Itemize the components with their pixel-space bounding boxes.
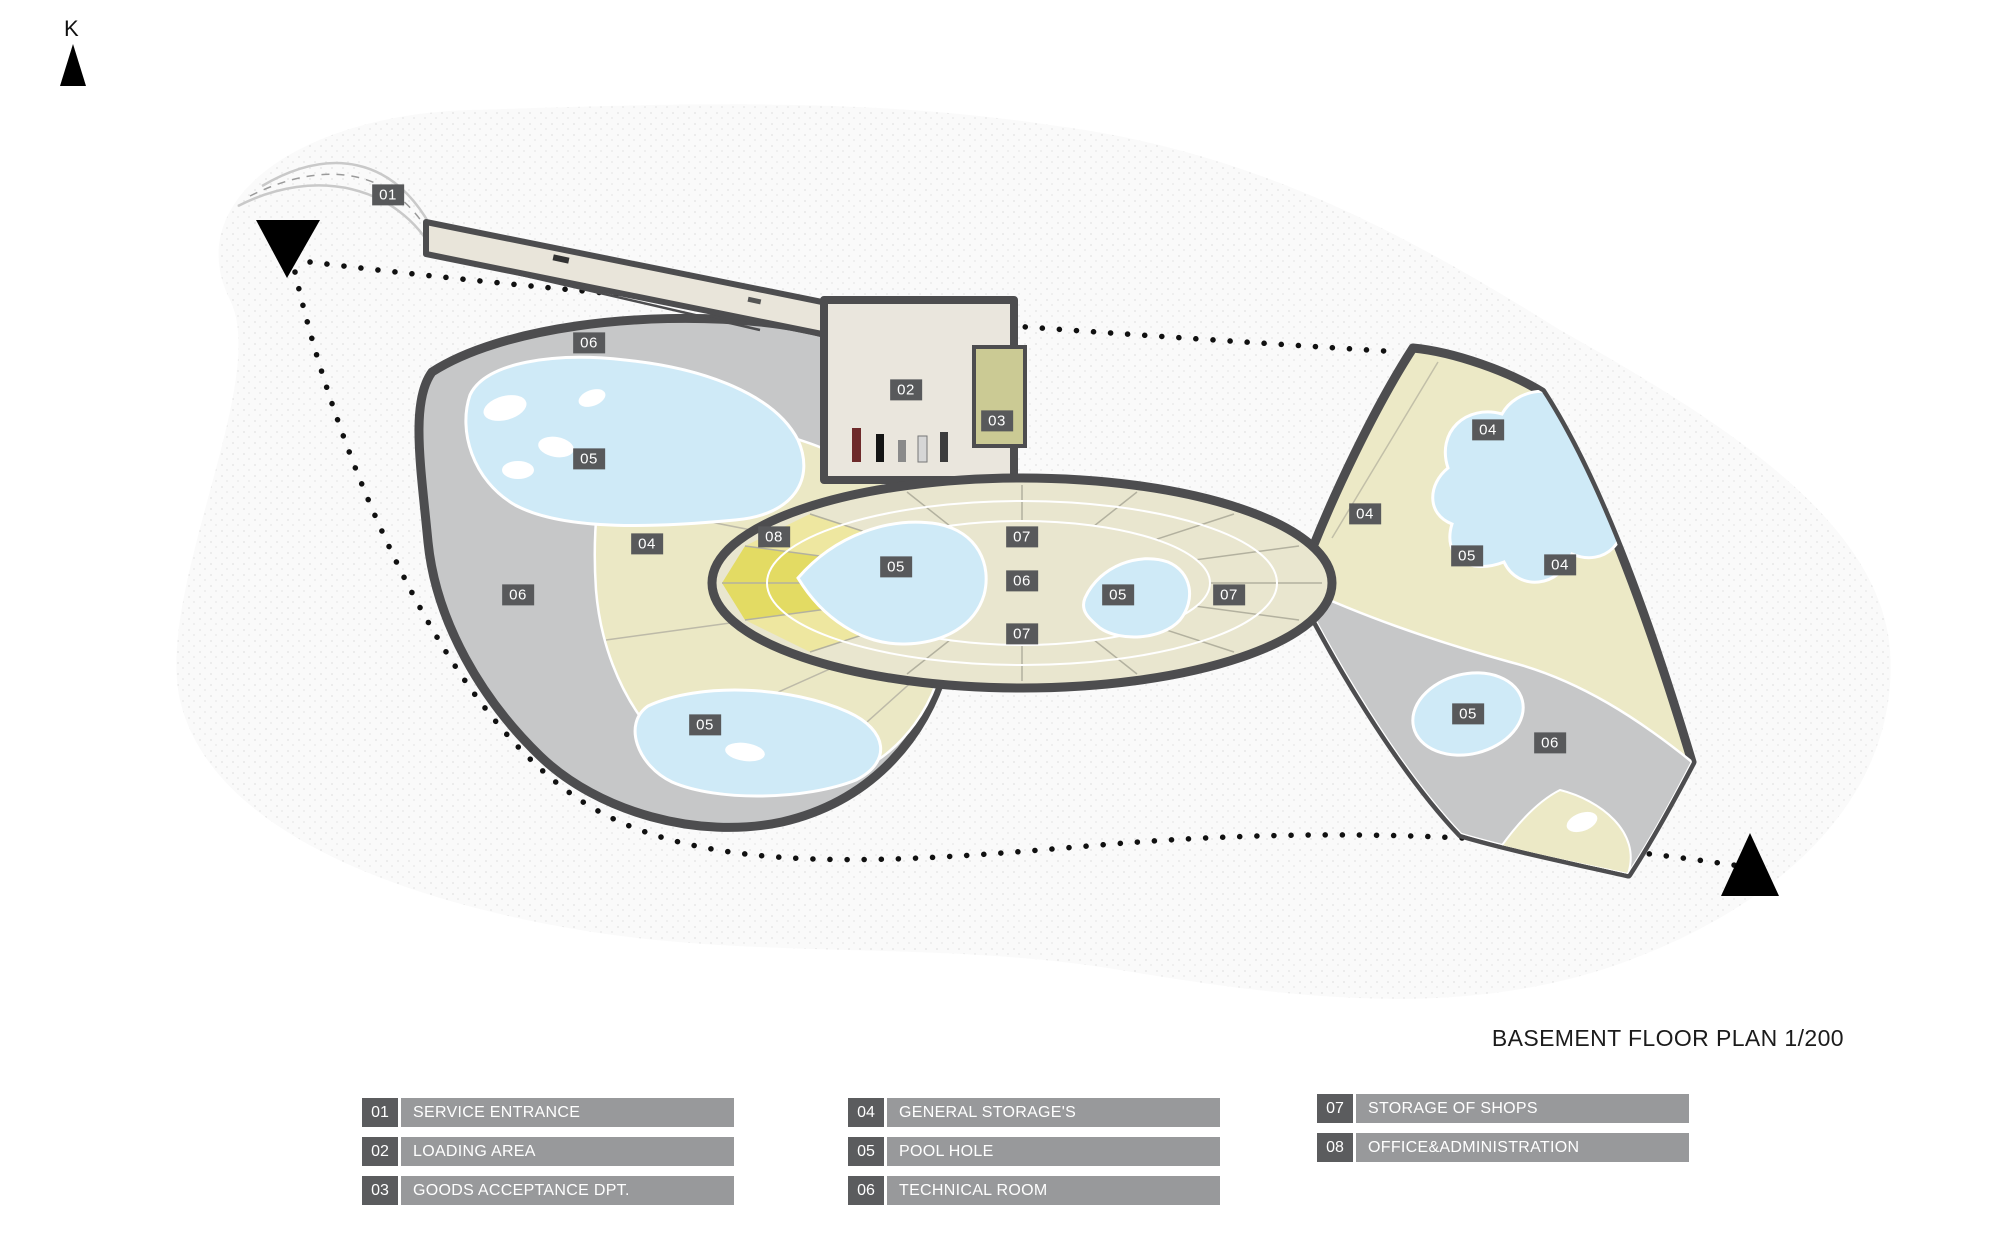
- legend-item-label: OFFICE&ADMINISTRATION: [1356, 1133, 1689, 1162]
- legend-item-number: 04: [848, 1098, 884, 1127]
- ramp-marking: [552, 254, 570, 264]
- legend-item-label: LOADING AREA: [401, 1137, 734, 1166]
- legend-item-label: SERVICE ENTRANCE: [401, 1098, 734, 1127]
- pool-hole-upper-left: [464, 355, 806, 528]
- plan-title: BASEMENT FLOOR PLAN 1/200: [1491, 1025, 1844, 1051]
- pool-hole-center-left: [796, 520, 988, 646]
- legend-item-label: GOODS ACCEPTANCE DPT.: [401, 1176, 734, 1205]
- goods-acceptance-room: [972, 345, 1027, 448]
- equipment-icons: [852, 428, 948, 463]
- legend-item-number: 07: [1317, 1094, 1353, 1123]
- legend-item-number: 01: [362, 1098, 398, 1127]
- pool-hole-center-right: [1082, 557, 1191, 639]
- north-indicator: K: [60, 16, 86, 86]
- central-ellipse-building: [707, 473, 1337, 693]
- pool-island: [502, 461, 534, 479]
- north-label: K: [64, 16, 79, 41]
- legend-item-number: 05: [848, 1137, 884, 1166]
- legend-item-label: GENERAL STORAGE'S: [887, 1098, 1220, 1127]
- legend-item-number: 02: [362, 1137, 398, 1166]
- ellipse-corridor-line: [766, 500, 1278, 666]
- access-road: [237, 161, 436, 253]
- pool-island: [725, 742, 765, 762]
- legend-item-number: 03: [362, 1176, 398, 1205]
- pool-island: [578, 389, 606, 407]
- view-cone-right: [1721, 833, 1779, 896]
- legend-item-label: POOL HOLE: [887, 1137, 1220, 1166]
- legend-item-label: TECHNICAL ROOM: [887, 1176, 1220, 1205]
- view-cone-left: [256, 220, 320, 278]
- legend-item-label: STORAGE OF SHOPS: [1356, 1094, 1689, 1123]
- north-arrow-icon: [60, 44, 86, 86]
- legend-item-number: 08: [1317, 1133, 1353, 1162]
- pool-island: [538, 436, 574, 458]
- right-wing: [1293, 343, 1697, 879]
- pond-blob: [1566, 811, 1598, 833]
- legend-item-number: 06: [848, 1176, 884, 1205]
- pool-island: [483, 395, 527, 421]
- ramp-marking: [747, 296, 762, 305]
- loading-area-block: [820, 296, 1027, 484]
